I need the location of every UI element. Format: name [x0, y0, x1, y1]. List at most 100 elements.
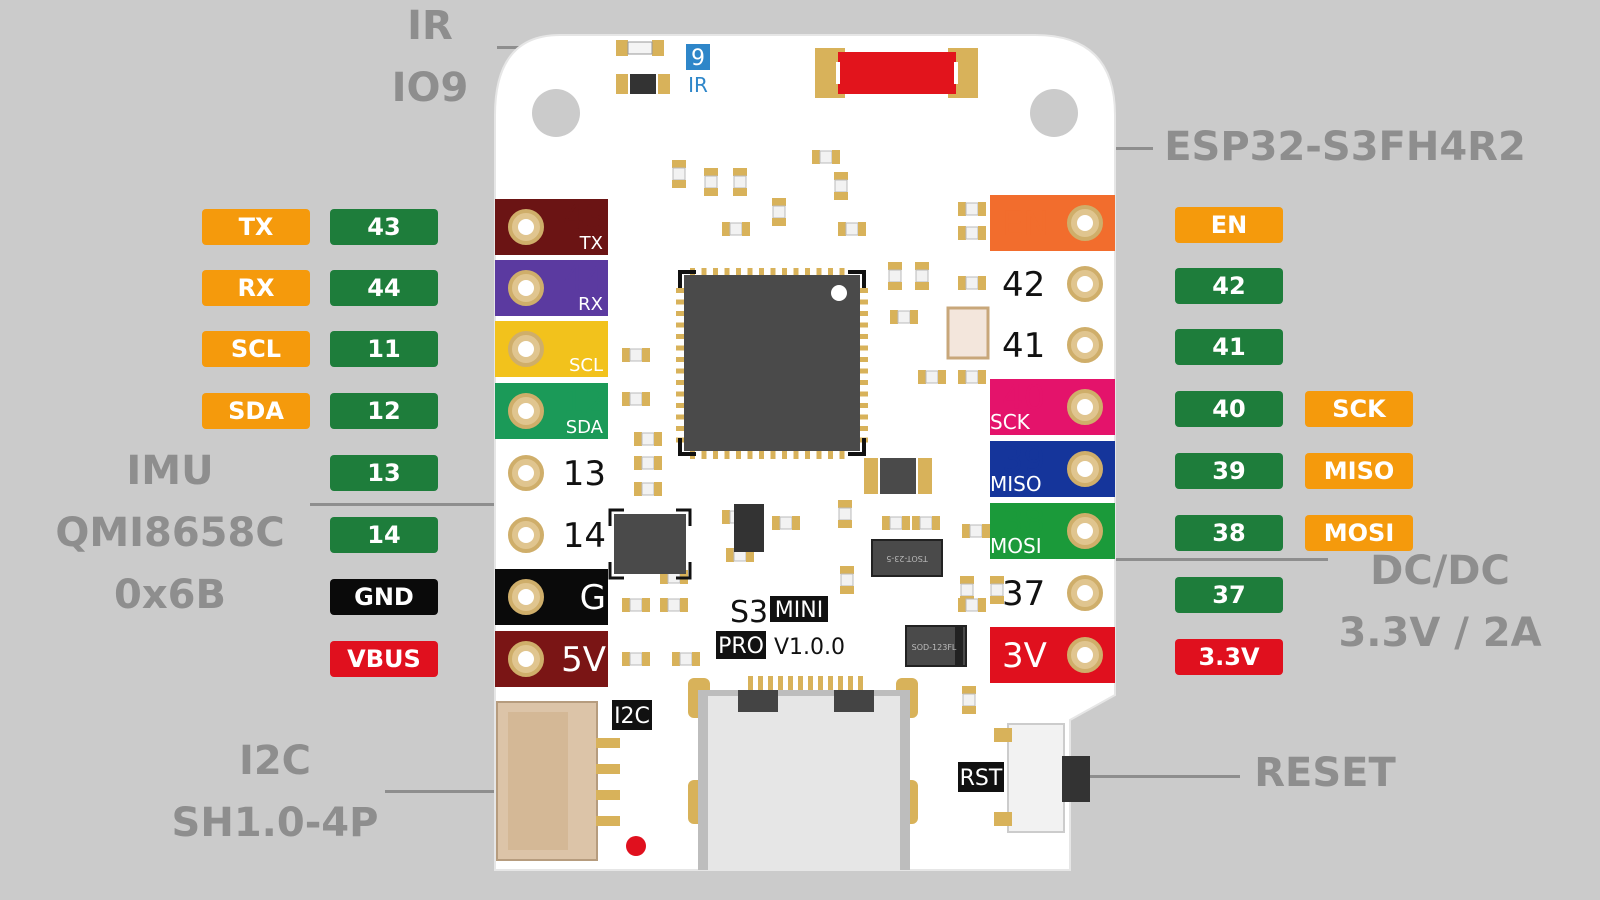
right-func-tag: MOSI: [1305, 515, 1413, 551]
i2c-callout-line2: SH1.0-4P: [171, 800, 379, 846]
usb-pin: [748, 676, 753, 690]
smd-part-pad: [642, 652, 650, 666]
right-func-tag: SCK: [1305, 391, 1413, 427]
esp-pin: [770, 268, 776, 276]
right-func-tag: MISO: [1305, 453, 1413, 489]
usb-pin: [798, 676, 803, 690]
ir-num: 9: [691, 46, 705, 71]
esp-pin: [676, 345, 684, 351]
esp-pin: [860, 403, 868, 408]
smd-part-pad: [722, 222, 730, 236]
esp-chip-body: [684, 275, 860, 451]
smd-part-pad: [990, 576, 1004, 584]
dcdc-callout: DC/DC 3.3V / 2A: [1330, 540, 1550, 664]
esp-pin: [676, 299, 684, 305]
reset-pad-b: [994, 812, 1012, 826]
smd-part-body: [679, 652, 693, 666]
usb-pin: [788, 676, 793, 690]
right-pin-tag: 41: [1175, 329, 1283, 365]
ir-tr-pad2: [658, 74, 670, 94]
usb-pin: [758, 676, 763, 690]
esp-chip-dot: [831, 285, 847, 301]
ir-led-pad2: [652, 40, 664, 56]
esp-pin: [676, 403, 684, 408]
smd-part-body: [845, 222, 859, 236]
smd-part-pad: [742, 222, 750, 236]
smd-part-body: [897, 310, 911, 324]
esp-pin: [713, 451, 718, 459]
esp-pin: [860, 322, 868, 328]
reset-callout: RESET: [1254, 750, 1396, 796]
smd-part-pad: [726, 548, 734, 562]
esp-pin: [816, 451, 822, 459]
smd-part-pad: [978, 226, 986, 240]
esp-pin: [676, 391, 684, 397]
smd-part-body: [838, 507, 852, 521]
smd-part-pad: [978, 202, 986, 216]
smd-part-pad: [746, 548, 754, 562]
reset-button-actuator: [1062, 756, 1090, 802]
reset-leader: [1090, 775, 1240, 778]
smd-part-pad: [660, 598, 668, 612]
smd-part-pad: [634, 482, 642, 496]
smd-part-pad: [838, 500, 852, 508]
smd-part-pad: [978, 370, 986, 384]
smd-part-pad: [960, 576, 974, 584]
esp-pin: [860, 357, 868, 362]
inductor: [880, 458, 916, 494]
smd-part-pad: [622, 598, 630, 612]
smd-part-body: [962, 693, 976, 707]
left-pad-label-bg: [560, 199, 608, 227]
esp-pin: [793, 451, 799, 459]
smd-part-pad: [680, 598, 688, 612]
imu-callout-line3: 0x6B: [114, 572, 226, 618]
ir-led-pad1: [616, 40, 628, 56]
smd-part-pad: [672, 652, 680, 666]
smd-part-pad: [832, 150, 840, 164]
mount-hole-left: [532, 89, 580, 137]
esp-pin: [828, 268, 833, 276]
left-pad-label: 43: [563, 198, 606, 238]
right-pad-center: [1077, 647, 1093, 663]
right-pad-label: 3V: [1002, 636, 1047, 676]
smd-part-body: [772, 205, 786, 219]
right-pad-center: [1077, 337, 1093, 353]
dcdc-ic-label: TSOT-23-5: [886, 554, 928, 563]
left-pin-tag: 12: [330, 393, 438, 429]
right-pad-center: [1077, 399, 1093, 415]
usb-pin: [808, 676, 813, 690]
esp-pin: [701, 451, 707, 459]
smd-part-pad: [962, 686, 976, 694]
i2c-pin: [596, 764, 620, 774]
i2c-pin: [596, 816, 620, 826]
esp-pin: [860, 288, 868, 293]
right-pad-label: 41: [1002, 326, 1045, 366]
left-pad-label: G: [580, 578, 606, 618]
right-pad-label: 37: [1002, 574, 1045, 614]
i2c-callout-line1: I2C: [238, 738, 312, 784]
smd-part-pad: [834, 192, 848, 200]
usb-pin: [818, 676, 823, 690]
smd-part-body: [960, 583, 974, 597]
usb-c-inner: [708, 696, 900, 870]
left-pad-label: 11: [563, 320, 606, 360]
left-pad-center: [518, 219, 534, 235]
esp-pin: [759, 268, 764, 276]
usb-c-tab-l: [738, 690, 778, 712]
smd-part-body: [919, 516, 933, 530]
left-pad-center: [518, 651, 534, 667]
smd-part-pad: [978, 276, 986, 290]
left-pin-tag: 13: [330, 455, 438, 491]
smd-part-pad: [654, 432, 662, 446]
i2c-connector-inner: [508, 712, 568, 850]
imu-callout: IMU QMI8658C 0x6B: [40, 440, 300, 626]
ir-num-box: [686, 44, 710, 70]
ir-tr-pad1: [616, 74, 628, 94]
left-pad-label: 14: [563, 516, 606, 556]
usb-pin: [858, 676, 863, 690]
smd-part-body: [729, 222, 743, 236]
i2c-label-box: [612, 700, 652, 730]
